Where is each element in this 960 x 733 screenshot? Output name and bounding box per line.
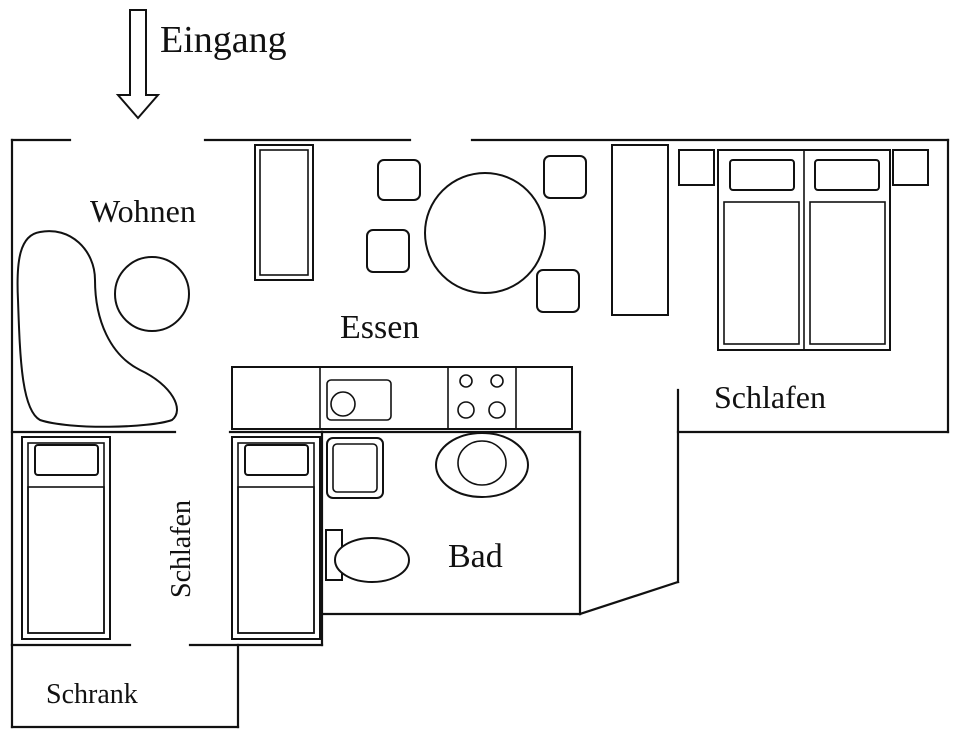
kitchen-counter — [231, 366, 573, 430]
room-label-bathroom: Bad — [448, 538, 503, 575]
room-label-dining: Essen — [340, 309, 419, 346]
room-label-wardrobe: Schrank — [46, 679, 138, 710]
chair — [366, 229, 410, 273]
shower — [326, 437, 384, 499]
wardrobe-right — [611, 144, 669, 316]
pillow — [729, 159, 795, 191]
dining-table — [424, 172, 546, 294]
room-label-bedroom-left: Schlafen — [166, 500, 197, 598]
sofa — [16, 230, 178, 428]
washbasin — [435, 432, 529, 498]
nightstand — [892, 149, 929, 186]
pillow — [814, 159, 880, 191]
sideboard — [254, 144, 314, 281]
chair — [543, 155, 587, 199]
chair — [536, 269, 580, 313]
walls — [10, 138, 950, 729]
pillow — [34, 444, 99, 476]
chair — [377, 159, 421, 201]
pillow — [244, 444, 309, 476]
room-label-living: Wohnen — [90, 193, 196, 229]
coffee-table — [114, 256, 190, 332]
toilet — [325, 529, 410, 583]
sink — [326, 379, 392, 421]
entrance-label: Eingang — [160, 19, 287, 61]
entrance-arrow-icon — [115, 9, 161, 120]
nightstand — [678, 149, 715, 186]
room-label-bedroom-right: Schlafen — [714, 379, 826, 415]
stove — [457, 374, 506, 419]
